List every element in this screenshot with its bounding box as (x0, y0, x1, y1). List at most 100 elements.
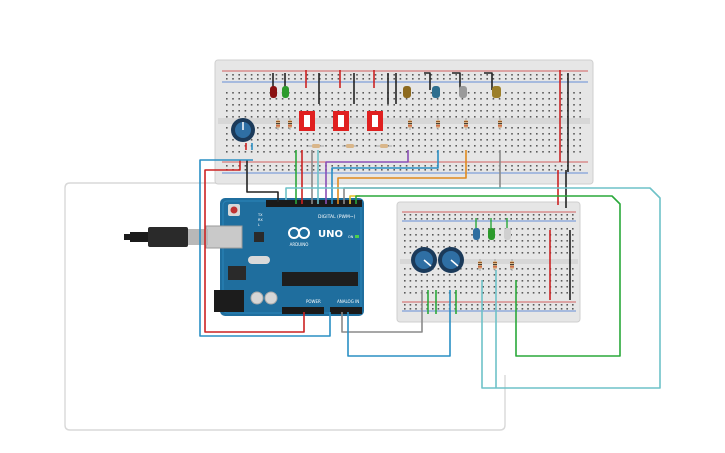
usb-port[interactable] (205, 225, 243, 249)
wire-black-top-9[interactable] (484, 72, 493, 90)
breadboard-hole (404, 228, 406, 230)
breadboard-hole (511, 151, 513, 153)
resistor[interactable] (493, 259, 497, 271)
breadboard-hole (499, 304, 501, 306)
breadboard-hole (420, 228, 423, 230)
breadboard-hole (573, 127, 575, 129)
resistor[interactable] (308, 144, 324, 148)
resistor[interactable] (276, 118, 280, 130)
resistor[interactable] (498, 118, 502, 130)
breadboard-hole (387, 165, 389, 167)
potentiometer-bottom-1[interactable] (411, 247, 437, 273)
breadboard-hole (536, 133, 538, 135)
led-red-1[interactable] (270, 86, 277, 98)
breadboard-hole (529, 110, 532, 112)
breadboard-hole (312, 92, 315, 94)
breadboard-hole (437, 246, 440, 248)
breadboard-hole (306, 110, 309, 112)
breadboard-hole (455, 165, 457, 167)
breadboard-hole (238, 145, 240, 147)
led-blue-1[interactable] (432, 86, 440, 98)
breadboard-hole (454, 240, 456, 242)
breadboard-hole (300, 139, 302, 141)
wire-red-5v[interactable] (204, 160, 305, 333)
resistor[interactable] (436, 118, 440, 130)
wire-green-right[interactable] (355, 195, 621, 357)
usb-cable[interactable] (124, 227, 208, 247)
wire-blue-d8[interactable] (331, 150, 439, 204)
resistor[interactable] (510, 259, 514, 271)
wire-gray-loop[interactable] (64, 182, 506, 431)
breadboard-hole (548, 169, 550, 171)
breadboard-hole (412, 169, 414, 171)
breadboard-hole (511, 78, 513, 80)
wire-purple-d9[interactable] (325, 150, 409, 204)
potentiometer-top[interactable] (231, 118, 255, 142)
breadboard-hole (356, 74, 358, 76)
breadboard-hole (474, 74, 476, 76)
breadboard-hole (566, 268, 568, 270)
breadboard-hole (460, 274, 462, 276)
breadboard-hole (362, 151, 364, 153)
wire-black-gnd[interactable] (246, 160, 279, 202)
breadboard-hole (269, 165, 271, 167)
red-display-2[interactable] (333, 111, 349, 131)
resistor[interactable] (288, 118, 292, 130)
led-white-2[interactable] (504, 218, 511, 240)
breadboard-hole (257, 110, 259, 112)
breadboard-hole (368, 98, 371, 100)
breadboard-hole (448, 286, 451, 288)
potentiometer-bottom-2[interactable] (438, 247, 464, 273)
breadboard-hole (560, 308, 563, 310)
breadboard-hole (244, 169, 247, 171)
breadboard-hole (404, 234, 406, 236)
breadboard-hole (443, 92, 445, 94)
breadboard-hole (430, 78, 433, 80)
breadboard-hole (232, 92, 234, 94)
led-brown-1[interactable] (403, 86, 411, 98)
wire-black-top-7[interactable] (424, 72, 431, 90)
resistor[interactable] (478, 259, 482, 271)
breadboard-hole (499, 218, 501, 220)
wire-gray-a0[interactable] (341, 290, 423, 333)
resistor[interactable] (464, 118, 468, 130)
led-green-1[interactable] (282, 86, 289, 98)
breadboard-hole (294, 145, 296, 147)
led-gray-1[interactable] (459, 86, 467, 98)
wire-black-top-8[interactable] (452, 72, 461, 90)
resistor[interactable] (376, 144, 392, 148)
breadboard-hole (548, 145, 550, 147)
power-jack[interactable] (214, 290, 244, 312)
wire-blue-left[interactable] (199, 159, 331, 337)
resistor[interactable] (342, 144, 358, 148)
breadboard-hole (527, 268, 529, 270)
breadboard-hole (521, 252, 524, 254)
wire-teal-right[interactable] (285, 187, 661, 389)
breadboard-hole (232, 98, 234, 100)
breadboard-hole (523, 151, 526, 153)
wire-blue-a1[interactable] (347, 290, 451, 357)
breadboard-hole (480, 116, 482, 118)
led-yellow-1[interactable] (492, 86, 501, 98)
breadboard-hole (555, 280, 557, 282)
breadboard-hole (275, 169, 278, 171)
resistor[interactable] (408, 118, 412, 130)
breadboard-hole (269, 151, 271, 153)
wires (199, 70, 661, 389)
breadboard-hole (232, 74, 234, 76)
breadboard-hole (263, 104, 265, 106)
wire-orange-d7[interactable] (337, 150, 467, 204)
red-display-3[interactable] (367, 111, 383, 131)
breadboard-hole (498, 139, 501, 141)
red-display-1[interactable] (299, 111, 315, 131)
breadboard-hole (356, 92, 358, 94)
breadboard-hole (232, 116, 234, 118)
breadboard-hole (504, 268, 507, 270)
led-blue-2[interactable] (473, 218, 480, 240)
breadboard-hole (532, 304, 535, 306)
breadboard-hole (498, 133, 501, 135)
arduino-uno-board[interactable]: UNO ARDUINO DIGITAL (PWM~) POWER ANALOG … (205, 198, 364, 316)
breadboard-hole (424, 145, 426, 147)
breadboard-hole (449, 165, 451, 167)
led-green-2[interactable] (488, 218, 495, 240)
